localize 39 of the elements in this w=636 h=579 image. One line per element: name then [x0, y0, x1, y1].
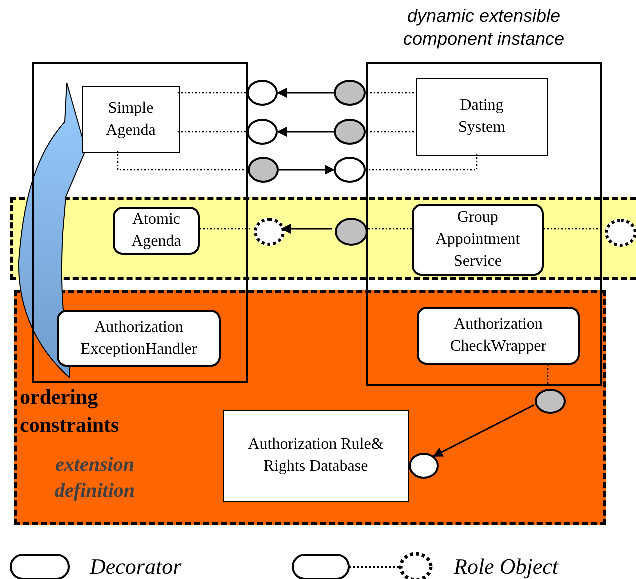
- annotation-text: ordering constraints: [20, 384, 120, 439]
- arrow: [277, 127, 334, 137]
- class-box: Group Appointment Service: [412, 204, 544, 276]
- dotted-connector: [366, 131, 414, 133]
- arrow: [277, 88, 334, 98]
- class-box: Authorization CheckWrapper: [417, 307, 580, 365]
- dotted-connector: [178, 131, 247, 133]
- caption-text: dynamic extensible component instance: [402, 5, 566, 51]
- decorator-ellipse: [334, 157, 366, 183]
- dotted-connector: [547, 365, 549, 386]
- decorator-ellipse: [247, 119, 278, 145]
- dotted-connector: [366, 92, 414, 94]
- dotted-connector: [200, 228, 251, 230]
- component-box: [366, 62, 602, 386]
- dotted-connector: [366, 154, 478, 171]
- class-box: Dating System: [416, 78, 548, 156]
- component-box: [32, 62, 248, 383]
- decorator-ellipse: [334, 80, 366, 106]
- annotation-text: extension definition: [54, 453, 136, 504]
- role-object-circle: [605, 219, 636, 247]
- decorator-ellipse: [335, 218, 368, 246]
- class-box: Authorization ExceptionHandler: [57, 310, 221, 367]
- arrow: [281, 224, 332, 234]
- legend-label: Role Object: [454, 553, 558, 579]
- dotted-connector: [178, 92, 247, 94]
- class-box: Authorization Rule& Rights Database: [223, 410, 409, 502]
- role-object-circle: [254, 218, 285, 246]
- decorator-ellipse: [334, 119, 366, 145]
- arrow: [279, 165, 335, 175]
- dotted-connector: [544, 228, 602, 230]
- dotted-connector: [365, 228, 412, 230]
- decorator-ellipse: [247, 80, 278, 106]
- decorator-ellipse: [248, 157, 279, 183]
- class-box: Atomic Agenda: [113, 207, 200, 255]
- decorator-ellipse: [535, 389, 566, 414]
- arrow: [433, 404, 535, 458]
- decorator-ellipse: [409, 453, 439, 479]
- class-box: Simple Agenda: [82, 86, 180, 153]
- legend-label: Decorator: [90, 553, 182, 579]
